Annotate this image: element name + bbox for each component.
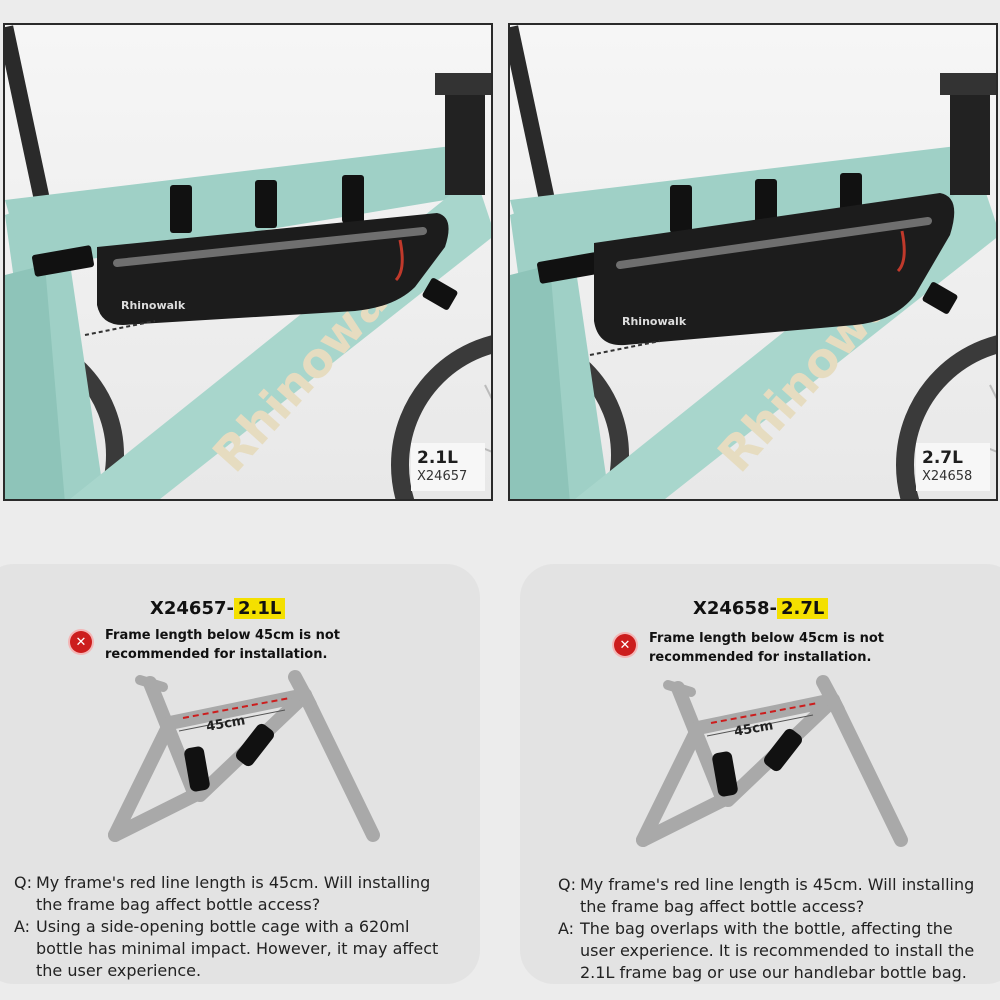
front-wheel [391,335,491,499]
answer-text: 2.1L frame bag or use our handlebar bott… [580,963,967,982]
volume-label: 2.1L [417,448,458,468]
measurement-red-line [182,697,291,719]
model-code: X24657- [150,598,234,619]
volume-caption: 2.1L X24657 [411,443,485,491]
question-label: Q: [14,873,32,892]
warning-line: Frame length below 45cm is not [649,631,884,646]
question-label: Q: [558,875,576,894]
question-text: My frame's red line length is 45cm. Will… [36,873,431,892]
warning-text: Frame length below 45cm is not recommend… [649,629,979,667]
measurement-red-line [710,702,819,724]
bag-brand-logo: Rhinowalk [121,299,186,312]
frame-measurement-diagram: 45cm [108,670,380,842]
warning-x-icon: ✕ [70,631,92,653]
bike-frame-illustration: Rhinowalk Rhinowalk [510,25,996,499]
question-text: My frame's red line length is 45cm. Will… [580,875,975,894]
bottle-icon [712,751,738,797]
answer-label: A: [558,919,575,938]
model-volume-highlight: 2.7L [776,598,829,619]
zipper-pull [394,239,404,282]
product-photo-2-1l: Rhinowalk Rhinowalk 2.1L X24657 [3,23,493,501]
model-code: X24658- [693,598,777,619]
answer-label: A: [14,917,31,936]
volume-label: 2.7L [922,448,963,468]
warning-x-icon: ✕ [614,634,636,656]
rear-wheel [5,326,124,499]
warning-line: Frame length below 45cm is not [105,628,340,643]
question-text: the frame bag affect bottle access? [36,895,321,914]
answer-text: Using a side-opening bottle cage with a … [36,917,410,936]
warning-line: recommended for installation. [649,650,872,665]
warning-text: Frame length below 45cm is not recommend… [105,626,435,664]
bag-brand-logo: Rhinowalk [622,315,687,328]
frame-measurement-diagram: 45cm [636,675,908,847]
bottle-icon [763,728,803,772]
bottle-icon [184,746,210,792]
bottle-icon [235,723,275,767]
product-photo-2-7l: Rhinowalk Rhinowalk 2.7L X24658 [508,23,998,501]
answer-text: bottle has minimal impact. However, it m… [36,939,439,958]
answer-text: the user experience. [36,961,202,980]
question-text: the frame bag affect bottle access? [580,897,865,916]
rear-wheel [510,326,629,499]
model-code-label: X24658 [922,469,973,484]
model-code-label: X24657 [417,469,468,484]
volume-caption: 2.7L X24658 [916,443,990,491]
answer-text: user experience. It is recommended to in… [580,941,975,960]
reflective-zipper [616,217,932,269]
model-volume-highlight: 2.1L [233,598,286,619]
reflective-zipper [113,227,427,267]
bike-frame-illustration: Rhinowalk Rhinowalk [5,25,491,499]
front-wheel [896,335,996,499]
answer-text: The bag overlaps with the bottle, affect… [580,919,953,938]
model-heading: X24658-2.7L [693,598,829,619]
warning-line: recommended for installation. [105,647,328,662]
faq-block: Q:My frame's red line length is 45cm. Wi… [14,872,474,982]
faq-block: Q:My frame's red line length is 45cm. Wi… [558,874,998,984]
measurement-label: 45cm [205,713,246,735]
model-heading: X24657-2.1L [150,598,286,619]
zipper-pull [896,230,906,273]
measurement-label: 45cm [733,718,774,740]
